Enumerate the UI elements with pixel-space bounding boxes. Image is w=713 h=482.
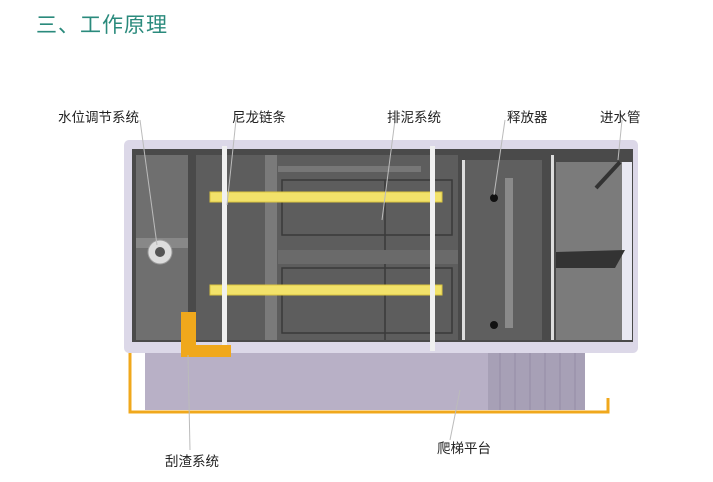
releaser-lower [490, 321, 498, 329]
ladder-platform [488, 352, 585, 410]
label-ladder-platform: 爬梯平台 [437, 441, 491, 457]
label-sludge-system: 排泥系统 [387, 110, 441, 126]
scraper-pipe [128, 352, 610, 414]
nylon-chain-lower [209, 284, 443, 296]
base-skirt [145, 352, 490, 410]
scraper [181, 312, 196, 352]
section-title: 三、工作原理 [36, 13, 168, 37]
releaser-upper [490, 194, 498, 202]
label-nylon-chain: 尼龙链条 [232, 110, 286, 126]
nylon-chain-upper [209, 191, 443, 203]
label-inlet-pipe: 进水管 [600, 110, 641, 126]
label-scraper-system: 刮渣系统 [165, 454, 219, 470]
label-releaser: 释放器 [507, 110, 548, 126]
label-water-level-system: 水位调节系统 [58, 110, 139, 126]
